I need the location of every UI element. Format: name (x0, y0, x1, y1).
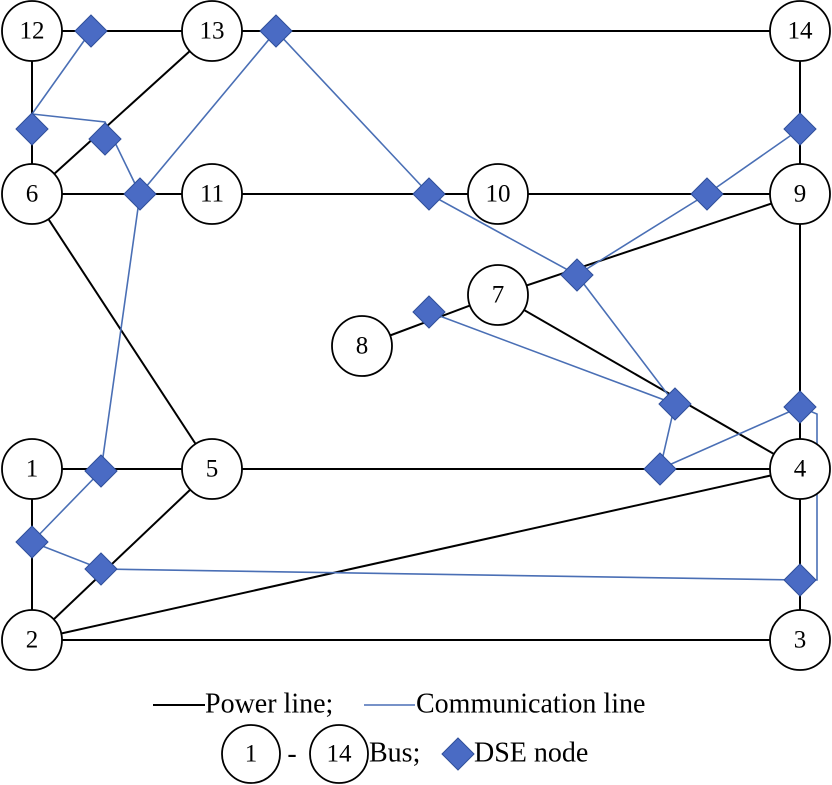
bus-circle-1 (1, 438, 63, 500)
dse-node-7 (783, 112, 817, 146)
bus-12: 12 (1, 0, 63, 62)
dse-node-3 (15, 112, 49, 146)
bus-circle-13 (181, 0, 243, 62)
legend-communication-line-label: Communication line (416, 689, 645, 720)
bus-label-9: 9 (794, 181, 807, 208)
bus-10: 10 (467, 163, 529, 225)
dse-node-17 (783, 563, 817, 597)
buses: 12 13 14 6 11 10 9 7 8 1 5 4 2 3 (1, 0, 831, 671)
dse-node-12 (783, 390, 817, 424)
bus-circle-3 (769, 609, 831, 671)
bus-14: 14 (769, 0, 831, 62)
bus-circle-5 (181, 438, 243, 500)
bus-label-1: 1 (26, 456, 39, 483)
dse-node-16 (84, 552, 118, 586)
power-line-2-5 (31, 468, 213, 641)
bus-1: 1 (1, 438, 63, 500)
dse-node-14 (643, 452, 677, 486)
dse-nodes (15, 14, 817, 597)
dse-node-4 (88, 122, 122, 156)
bus-circle-9 (769, 163, 831, 225)
bus-label-12: 12 (20, 18, 45, 45)
bus-2: 2 (1, 609, 63, 671)
bus-7: 7 (467, 264, 529, 326)
bus-label-14: 14 (788, 18, 814, 45)
dse-node-15 (15, 525, 49, 559)
dse-node-6 (412, 177, 446, 211)
bus-circle-12 (1, 0, 63, 62)
bus-circle-8 (331, 315, 393, 377)
bus-label-11: 11 (200, 181, 224, 208)
dse-node-11 (658, 387, 692, 421)
bus-label-5: 5 (206, 456, 219, 483)
bus-label-13: 13 (200, 18, 225, 45)
power-line-2-4 (31, 468, 801, 641)
bus-label-2: 2 (26, 627, 39, 654)
bus-circle-14 (769, 0, 831, 62)
power-line-7-4 (497, 294, 801, 470)
bus-label-7: 7 (492, 282, 505, 309)
dse-node-13 (84, 454, 118, 488)
communication-line-2 (31, 29, 801, 276)
bus-3: 3 (769, 609, 831, 671)
bus-8: 8 (331, 315, 393, 377)
bus-circle-11 (181, 163, 243, 225)
bus-label-10: 10 (486, 181, 511, 208)
legend-power-line-label: Power line; (205, 689, 333, 720)
legend-bus-label: Bus; (369, 738, 420, 769)
dse-node-1 (74, 14, 108, 48)
bus-circle-6 (1, 163, 63, 225)
legend-bus-last-label: 14 (327, 741, 353, 768)
bus-13: 13 (181, 0, 243, 62)
dse-node-5 (123, 177, 157, 211)
bus-6: 6 (1, 163, 63, 225)
power-line-13-6 (31, 30, 213, 195)
dse-node-9 (560, 258, 594, 292)
bus-label-3: 3 (794, 627, 807, 654)
bus-circle-2 (1, 609, 63, 671)
legend-dse-node-sample (441, 737, 475, 771)
bus-label-6: 6 (26, 181, 39, 208)
bus-circle-10 (467, 163, 529, 225)
legend-bus-circle-last (309, 724, 369, 784)
bus-9: 9 (769, 163, 831, 225)
bus-circle-4 (769, 438, 831, 500)
power-lines (31, 30, 801, 641)
power-line-6-5 (31, 193, 213, 470)
dse-node-10 (412, 295, 446, 329)
legend: Power line; Communication line 1 - 14 Bu… (153, 689, 645, 784)
communication-line-4 (31, 541, 801, 581)
dse-node-8 (690, 177, 724, 211)
communication-line-5 (428, 274, 678, 406)
bus-label-4: 4 (794, 456, 807, 483)
bus-label-8: 8 (356, 333, 369, 360)
bus-5: 5 (181, 438, 243, 500)
legend-bus-circle-first (221, 724, 281, 784)
bus-11: 11 (181, 163, 243, 225)
power-line-7-9 (497, 193, 801, 296)
legend-bus-first-label: 1 (245, 741, 258, 768)
dse-node-2 (259, 14, 293, 48)
bus-circle-7 (467, 264, 529, 326)
legend-dse-node-label: DSE node (474, 738, 588, 769)
bus-4: 4 (769, 438, 831, 500)
legend-dash: - (287, 739, 296, 770)
